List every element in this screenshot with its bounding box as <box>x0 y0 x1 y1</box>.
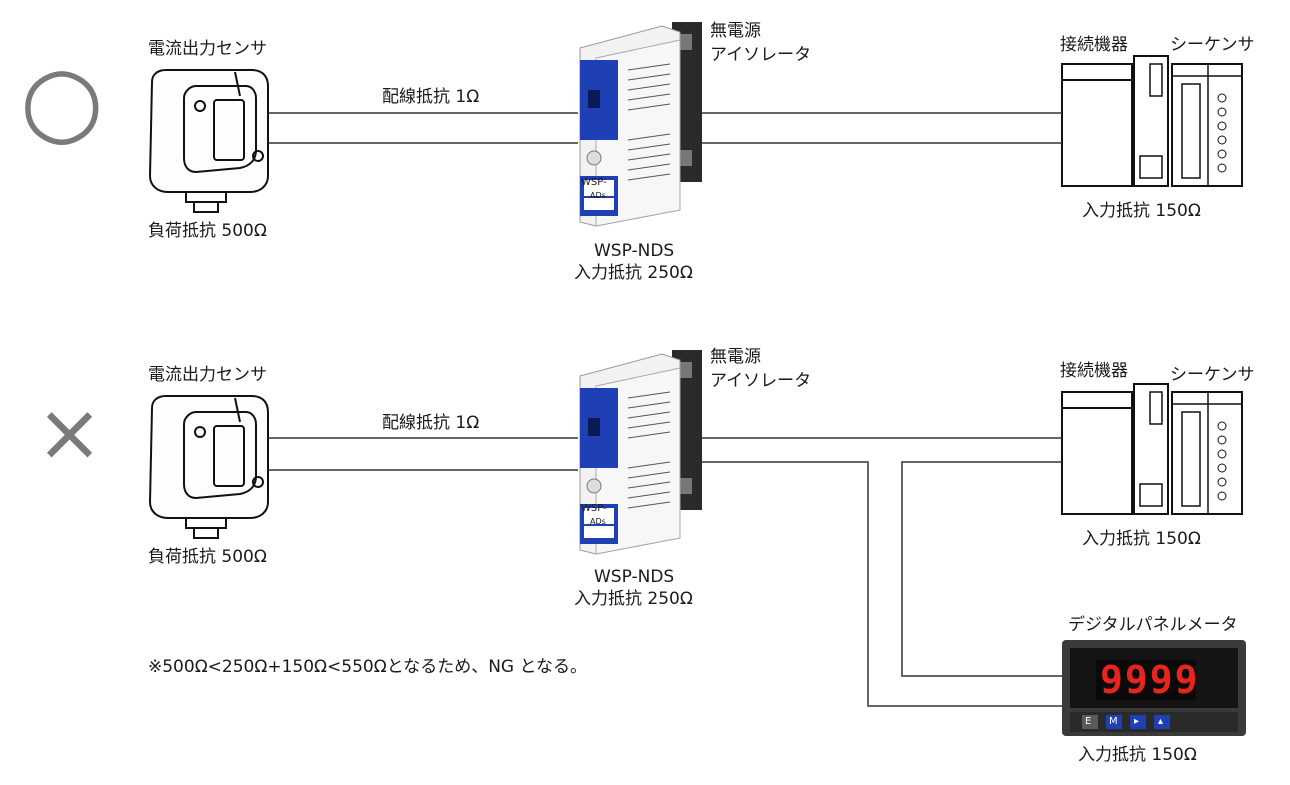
bottom-plc <box>1061 383 1243 515</box>
bottom-isolator-title-1: 無電源 <box>710 347 761 367</box>
digital-panel-meter <box>1062 640 1246 736</box>
bottom-isolator-model: WSP-NDS <box>594 567 675 587</box>
bottom-isolator-sticker-2: ADs <box>590 517 606 526</box>
bottom-device-label: 接続機器 <box>1060 361 1128 381</box>
top-device-resistance: 入力抵抗 150Ω <box>1082 201 1201 221</box>
bottom-device-resistance: 入力抵抗 150Ω <box>1082 529 1201 549</box>
ng-note: ※500Ω<250Ω+150Ω<550Ωとなるため、NG となる。 <box>148 657 588 677</box>
bottom-isolator-title-2: アイソレータ <box>710 371 812 391</box>
top-isolator-sticker-1: WSP- <box>581 177 607 188</box>
meter-button-m: M <box>1109 716 1118 727</box>
bottom-wire-resistance: 配線抵抗 1Ω <box>382 413 480 433</box>
bottom-sensor-label: 電流出力センサ <box>148 365 267 385</box>
bottom-isolator-resistance: 入力抵抗 250Ω <box>574 589 693 609</box>
top-wire-resistance: 配線抵抗 1Ω <box>382 87 480 107</box>
bottom-isolator-sticker-1: WSP- <box>581 503 607 514</box>
ng-mark: × <box>36 386 104 479</box>
top-isolator-resistance: 入力抵抗 250Ω <box>574 263 693 283</box>
meter-label: デジタルパネルメータ <box>1068 615 1238 635</box>
meter-button-e: E <box>1085 716 1092 727</box>
top-sensor-label: 電流出力センサ <box>148 39 267 59</box>
meter-button-up: ▴ <box>1158 716 1164 727</box>
ok-mark: ○ <box>20 44 104 156</box>
top-isolator-sticker-2: ADs <box>590 191 606 200</box>
bottom-sensor-resistance: 負荷抵抗 500Ω <box>148 547 267 567</box>
meter-resistance: 入力抵抗 150Ω <box>1078 745 1197 765</box>
top-isolator-title-2: アイソレータ <box>710 45 812 65</box>
top-sensor <box>149 69 269 213</box>
top-isolator-model: WSP-NDS <box>594 241 675 261</box>
top-sequencer-label: シーケンサ <box>1170 35 1255 55</box>
meter-display: 9999 <box>1100 658 1200 702</box>
bottom-sequencer-label: シーケンサ <box>1170 365 1255 385</box>
meter-button-right: ▸ <box>1134 716 1140 727</box>
top-isolator-title-1: 無電源 <box>710 21 761 41</box>
bottom-wire-meter-a <box>702 461 1062 707</box>
top-sensor-resistance: 負荷抵抗 500Ω <box>148 221 267 241</box>
top-plc <box>1061 55 1243 187</box>
bottom-sensor <box>149 395 269 539</box>
bottom-wire-meter-b <box>901 461 1062 677</box>
top-device-label: 接続機器 <box>1060 35 1128 55</box>
